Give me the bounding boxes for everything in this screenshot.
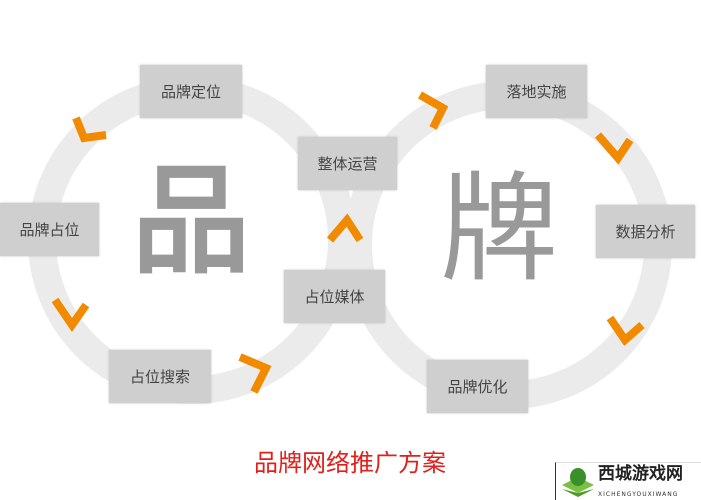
step-box: 占位搜索 [109, 350, 211, 403]
step-box: 品牌占位 [0, 203, 99, 256]
step-box: 数据分析 [596, 205, 695, 258]
step-box: 品牌优化 [427, 360, 528, 413]
leaf-logo-icon [562, 468, 594, 497]
step-box: 占位媒体 [284, 270, 385, 323]
step-box: 整体运营 [298, 137, 397, 190]
watermark-name: 西城游戏网 [598, 464, 683, 484]
watermark-logo: 西城游戏网 XICHENGYOUXIWANG [555, 462, 701, 500]
step-box: 品牌定位 [140, 65, 242, 118]
chevron-icon [326, 213, 364, 243]
right-big-char: 牌 [440, 160, 559, 298]
chevron-icon [606, 315, 645, 346]
step-box: 落地实施 [486, 65, 587, 118]
chevron-icon [51, 297, 90, 333]
chevron-icon [238, 353, 272, 394]
diagram-title: 品牌网络推广方案 [254, 449, 446, 477]
watermark-sub: XICHENGYOUXIWANG [598, 491, 679, 498]
chevron-icon [594, 132, 634, 165]
chevron-icon [72, 116, 107, 143]
left-big-char: 品 [132, 152, 251, 290]
chevron-icon [418, 91, 449, 130]
